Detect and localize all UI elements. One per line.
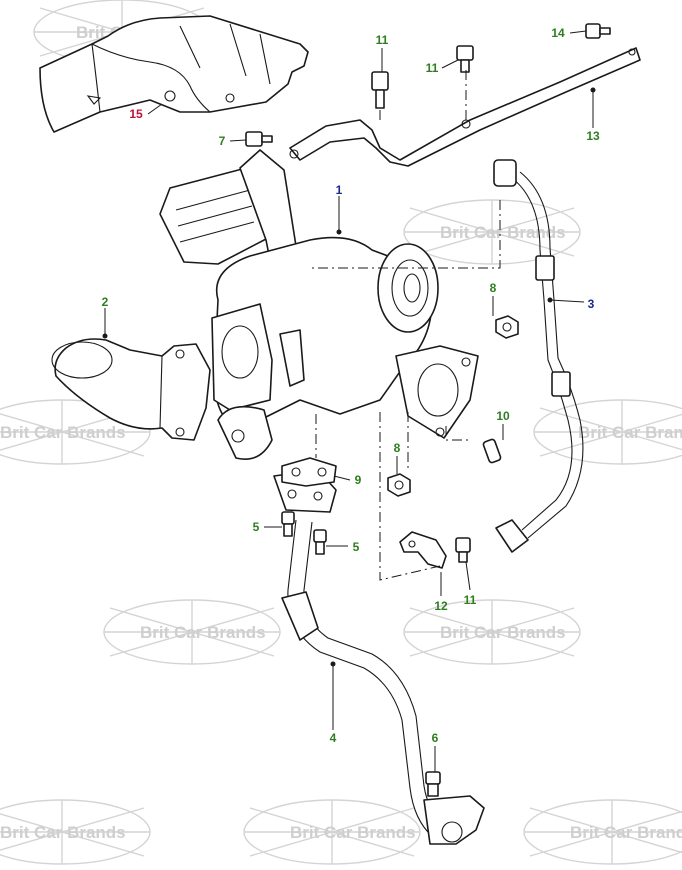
heat-shield [39,15,309,133]
callout-6: 6 [432,731,439,745]
watermark-text: Brit Car Brands [570,823,682,842]
callout-11-upper-right: 11 [426,61,439,75]
watermark-emblem: Brit Car Brands [103,599,281,665]
watermark-emblem: Brit Car Brands [523,799,682,865]
callout-8-upper: 8 [490,281,497,295]
callout-3: 3 [588,297,595,311]
callout-11-top: 11 [376,33,389,47]
turbocharger [159,149,479,460]
watermark-text: Brit Car Brands [290,823,416,842]
callout-leaders [102,30,596,772]
callout-12: 12 [434,599,448,613]
callout-4: 4 [330,731,337,745]
bolt-5-right [313,529,327,555]
bracket-12 [399,531,447,569]
watermark-text: Brit Car Brands [440,223,566,242]
oil-return-pipe [273,469,485,845]
watermark-emblem: Brit Car Brands [0,399,151,465]
bolt-11-top [371,71,389,109]
callout-1: 1 [336,183,343,197]
watermark-emblem: Brit Car Brands [0,799,151,865]
watermark-text: Brit Car Brands [0,823,126,842]
callout-11-lower: 11 [464,593,477,607]
callout-10: 10 [496,409,510,423]
callout-5-right: 5 [353,540,360,554]
bolt-14 [585,23,611,39]
callout-8-lower: 8 [394,441,401,455]
watermark-text: Brit Car Brands [578,423,682,442]
callout-5-left: 5 [253,520,260,534]
bolt-6 [425,771,441,797]
bolt-11-upper-right [456,45,474,73]
watermark-text: Brit Car Brands [0,423,126,442]
callout-13: 13 [586,129,600,143]
bolt-7 [245,131,273,147]
watermark-emblem: Brit Car Brands [243,799,421,865]
intake-elbow [51,338,211,441]
alignment-lines [308,70,501,581]
watermark-text: Brit Car Brands [140,623,266,642]
bolt-5-left [281,511,295,537]
bolt-11-lower [455,537,471,563]
gasket [281,457,337,487]
callout-9: 9 [355,473,362,487]
watermark-text: Brit Car Brands [440,623,566,642]
oil-feed-pipe [493,159,584,553]
callout-labels: 1 2 3 4 5 5 6 7 8 8 9 10 11 11 11 12 13 … [102,26,600,745]
callout-2: 2 [102,295,109,309]
watermark-emblem: Brit Car Brands [403,599,581,665]
callout-15: 15 [129,107,143,121]
callout-14: 14 [551,26,565,40]
callout-7: 7 [219,134,226,148]
watermark-emblem: Brit Car Brands [403,199,581,265]
stud-10 [482,438,502,464]
nut-8-upper [495,315,519,339]
watermark-emblem: Brit Car Brands [533,399,682,465]
nut-8-lower [387,473,411,497]
